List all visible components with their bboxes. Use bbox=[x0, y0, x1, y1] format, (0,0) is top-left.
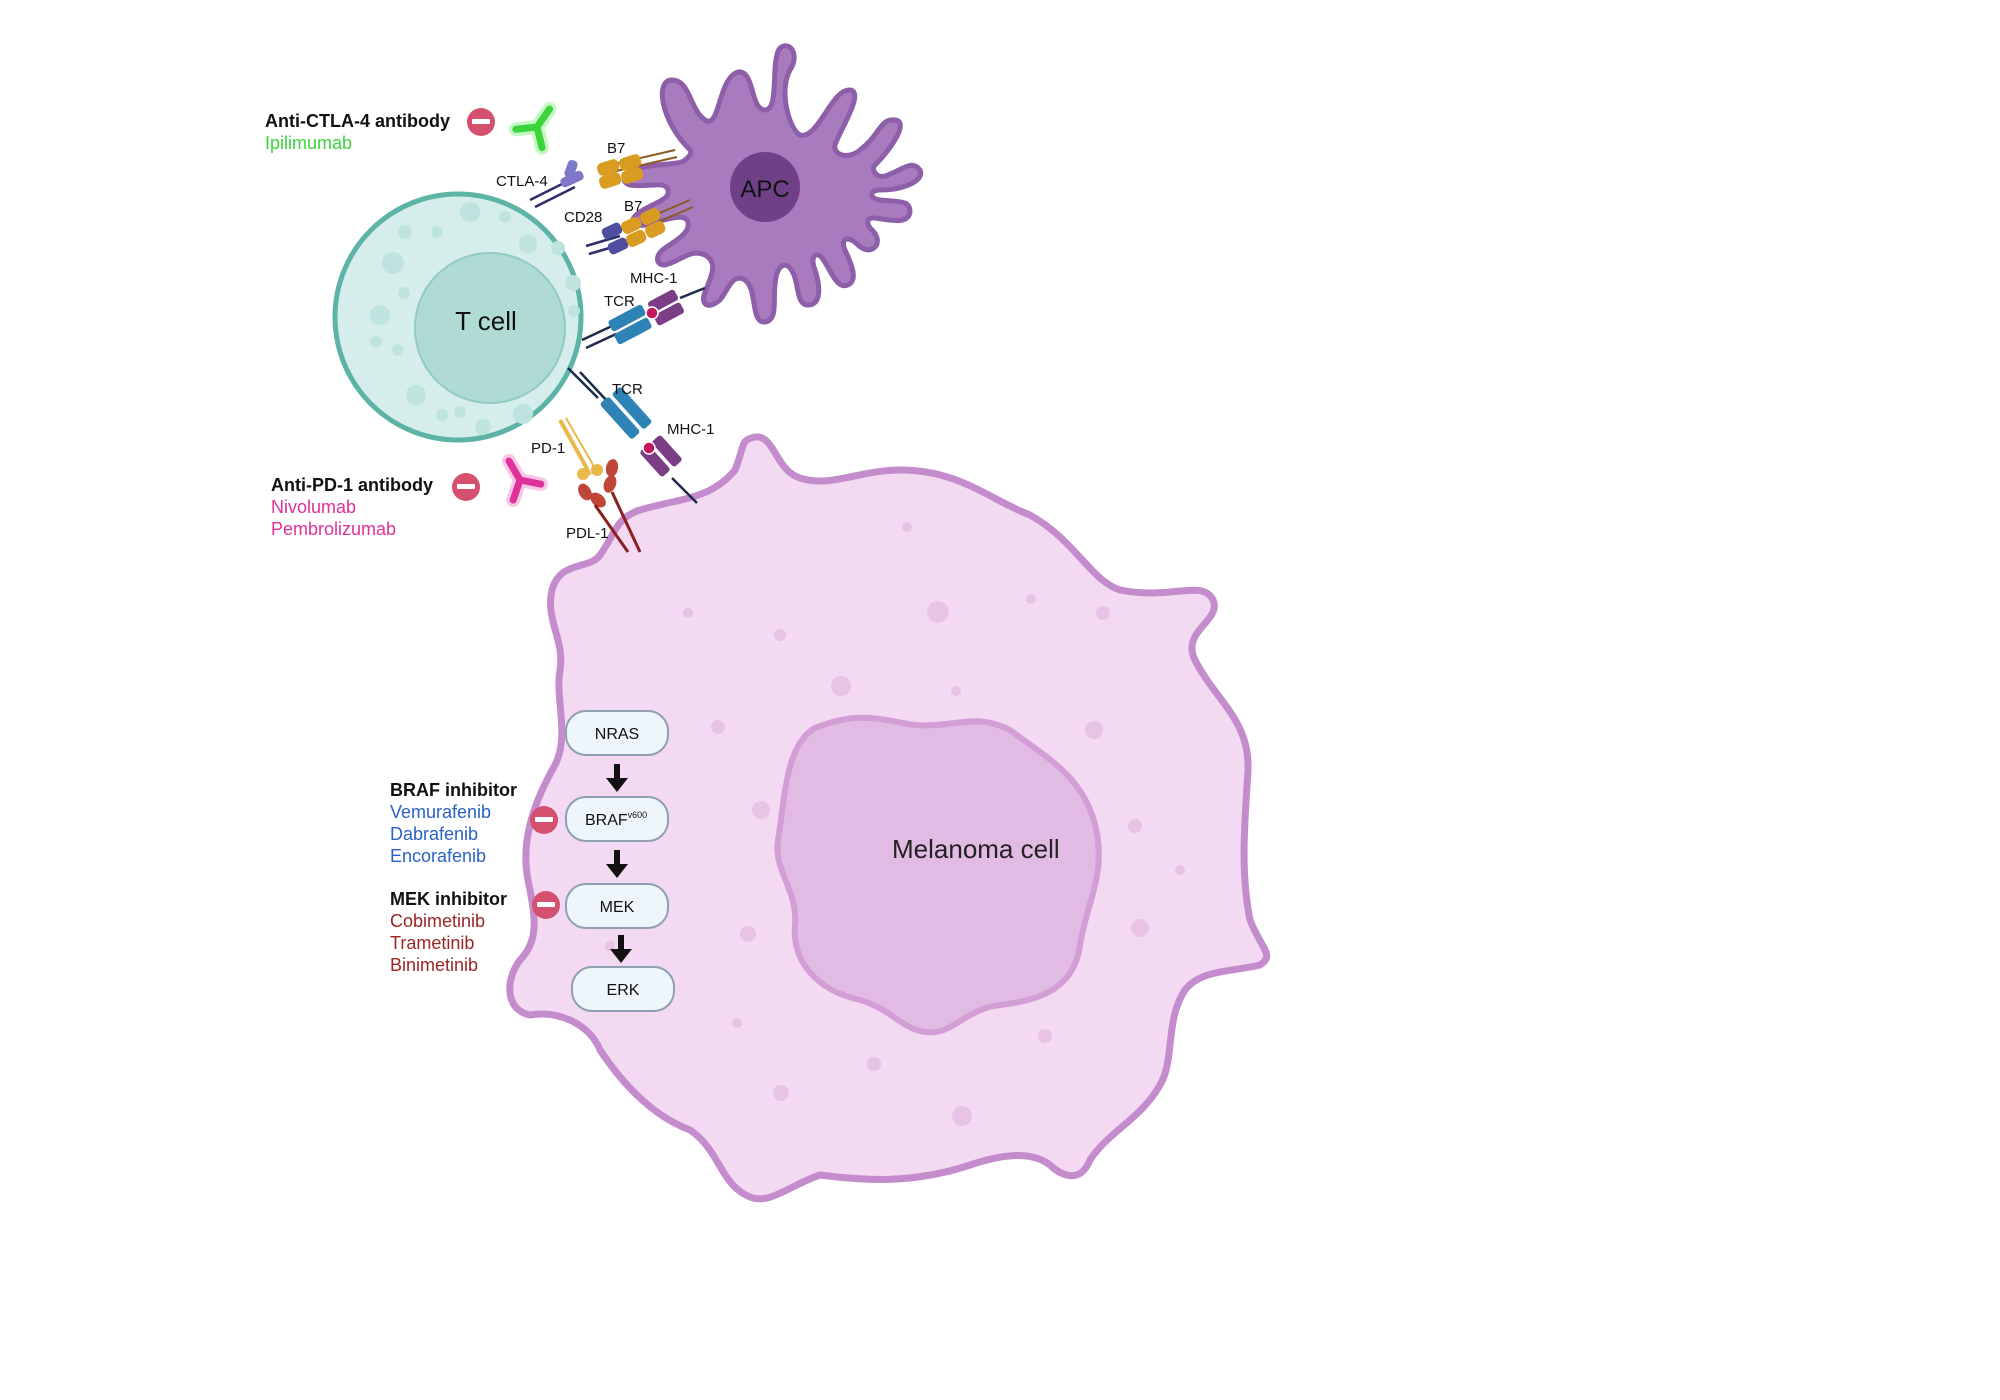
tcr-mel-label: TCR bbox=[612, 381, 643, 398]
melanoma-nucleus bbox=[774, 714, 1102, 1036]
apc-cell: APC bbox=[621, 43, 924, 325]
braf-drug-3: Encorafenib bbox=[390, 846, 486, 866]
pdl1-label: PDL-1 bbox=[566, 525, 609, 542]
braf-drug-block: BRAF inhibitor Vemurafenib Dabrafenib En… bbox=[390, 780, 517, 866]
tcr-mhc1-melanoma-complex: TCR MHC-1 bbox=[567, 367, 715, 504]
mek-drug-block: MEK inhibitor Cobimetinib Trametinib Bin… bbox=[390, 889, 507, 975]
mek-label: MEK bbox=[600, 899, 635, 916]
anti-ctla4-antibody-icon bbox=[508, 101, 557, 155]
braf-drug-1: Vemurafenib bbox=[390, 802, 491, 822]
anti-pd1-title: Anti-PD-1 antibody bbox=[271, 475, 433, 495]
mek-drug-3: Binimetinib bbox=[390, 955, 478, 975]
mek-node: MEK bbox=[565, 883, 669, 929]
braf-label-main: BRAF bbox=[585, 812, 628, 829]
braf-inhibit-icon bbox=[530, 806, 558, 834]
mapk-pathway: NRAS BRAFv600 MEK ERK bbox=[565, 710, 675, 1012]
pd1-pdl1-complex: PD-1 PDL-1 bbox=[531, 417, 642, 553]
braf-inhibitor-title: BRAF inhibitor bbox=[390, 780, 517, 800]
mhc1-mel-label: MHC-1 bbox=[667, 421, 715, 438]
braf-node: BRAFv600 bbox=[565, 796, 669, 842]
pd1-drug-2: Pembrolizumab bbox=[271, 519, 396, 539]
t-cell-nucleus bbox=[414, 252, 566, 404]
ctla4-inhibit-icon bbox=[467, 108, 495, 136]
mhc1-apc-receptor bbox=[647, 289, 679, 313]
braf-label: BRAFv600 bbox=[585, 810, 647, 829]
pdl1-receptor bbox=[578, 483, 592, 501]
ctla4-label: CTLA-4 bbox=[496, 173, 548, 190]
ctla4-drug-block: Anti-CTLA-4 antibody Ipilimumab bbox=[265, 111, 450, 153]
peptide-apc bbox=[645, 306, 659, 320]
mek-inhibitor-title: MEK inhibitor bbox=[390, 889, 507, 909]
cd28-label: CD28 bbox=[564, 209, 602, 226]
cd28-b7-complex: B7 CD28 bbox=[564, 198, 694, 256]
t-cell-label: T cell bbox=[455, 306, 517, 336]
mhc1-apc-label: MHC-1 bbox=[630, 270, 678, 287]
anti-pd1-antibody-icon bbox=[502, 453, 548, 508]
tcr-mel-receptor bbox=[600, 397, 640, 439]
arrow-down-icon bbox=[610, 935, 632, 963]
pd1-drug-1: Nivolumab bbox=[271, 497, 356, 517]
erk-label: ERK bbox=[607, 982, 640, 999]
braf-label-sup: v600 bbox=[628, 810, 648, 820]
apc-nucleus bbox=[730, 152, 800, 222]
nras-node: NRAS bbox=[565, 710, 669, 756]
melanoma-cell: Melanoma cell bbox=[506, 433, 1271, 1203]
arrow-down-icon bbox=[606, 764, 628, 792]
mek-drug-2: Trametinib bbox=[390, 933, 474, 953]
tcr-apc-label: TCR bbox=[604, 293, 635, 310]
b7-mid-receptor bbox=[621, 216, 642, 234]
pd1-label: PD-1 bbox=[531, 440, 565, 457]
melanoma-granules bbox=[605, 522, 1185, 1126]
cd28-receptor bbox=[601, 222, 623, 240]
mek-inhibit-icon bbox=[532, 891, 560, 919]
tcr-apc-receptor bbox=[608, 304, 646, 332]
arrow-down-icon bbox=[606, 850, 628, 878]
pd1-inhibit-icon bbox=[452, 473, 480, 501]
nras-label: NRAS bbox=[595, 726, 639, 743]
t-cell-granules bbox=[370, 202, 581, 435]
erk-node: ERK bbox=[571, 966, 675, 1012]
tcr-mhc1-apc-complex: MHC-1 TCR bbox=[581, 270, 706, 350]
peptide-mel bbox=[642, 441, 656, 455]
b7-mid-label: B7 bbox=[624, 198, 642, 215]
t-cell: T cell bbox=[332, 191, 584, 443]
ctla4-receptor bbox=[560, 170, 584, 188]
braf-drug-2: Dabrafenib bbox=[390, 824, 478, 844]
apc-label: APC bbox=[740, 176, 789, 203]
pd1-drug-block: Anti-PD-1 antibody Nivolumab Pembrolizum… bbox=[271, 475, 433, 539]
ctla4-b7-complex: B7 CTLA-4 bbox=[496, 140, 678, 209]
b7-top-label: B7 bbox=[607, 140, 625, 157]
mek-drug-1: Cobimetinib bbox=[390, 911, 485, 931]
b7-top-receptor bbox=[596, 159, 620, 176]
ipilimumab-label: Ipilimumab bbox=[265, 133, 352, 153]
anti-ctla4-title: Anti-CTLA-4 antibody bbox=[265, 111, 450, 131]
melanoma-cell-label: Melanoma cell bbox=[892, 834, 1060, 864]
